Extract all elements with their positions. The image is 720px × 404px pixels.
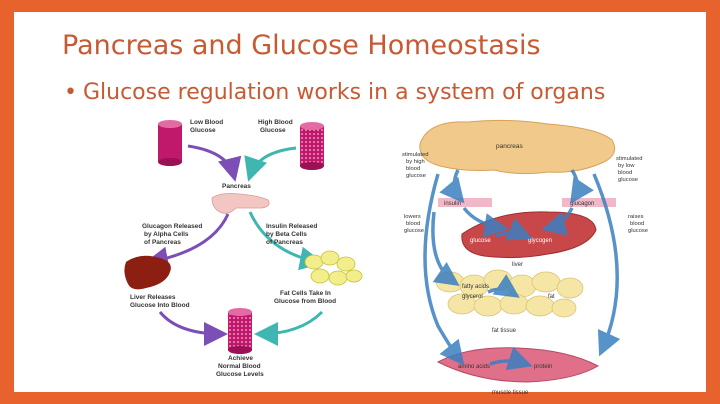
pancreas-label: Pancreas (222, 183, 251, 190)
low-glucose-label: Low Blood Glucose (190, 119, 225, 134)
liver-glucose-label: glucose (470, 238, 491, 244)
insulin-tag-label: insulin (444, 201, 461, 207)
protein-label: protein (534, 364, 552, 370)
insulin-released-label: Insulin Released by Beta Cells of Pancre… (266, 223, 319, 246)
glucagon-released-label: Glucagon Released by Alpha Cells of Panc… (142, 223, 204, 246)
glycerol-label: glycerol (462, 294, 483, 300)
liver-glycogen-label: glycogen (528, 238, 552, 244)
amino-acids-label: amino acids (458, 364, 490, 370)
arrow-high-to-pancreas (244, 146, 297, 182)
page-title: Pancreas and Glucose Homeostasis (62, 30, 541, 61)
fat-cells (304, 250, 363, 286)
low-glucose-vessel (158, 120, 182, 166)
left-diagram: Low Blood Glucose High Blood Glucose Pan… (124, 119, 363, 378)
right-diagram: pancreas stimulated by high blood glucos… (402, 119, 648, 396)
bullet-marker: • (64, 80, 77, 105)
fat-tissue-organ (435, 269, 584, 318)
liver-organ-label: liver (512, 262, 523, 268)
insulin-tag (438, 198, 492, 207)
flow-arrows (423, 169, 621, 371)
bullet-line: •Glucose regulation works in a system of… (64, 80, 684, 105)
stimulated-low-label: stimulated by low blood glucose (616, 156, 644, 183)
muscle-tissue-label: muscle tissue (492, 390, 529, 396)
achieve-label: Achieve Normal Blood Glucose Levels (216, 355, 264, 378)
liver-releases-label: Liver Releases Glucose Into Blood (130, 294, 190, 309)
bullet-text: Glucose regulation works in a system of … (82, 80, 606, 105)
raises-glucose-label: raises blood glucose (628, 214, 648, 234)
pancreas-organ-label: pancreas (496, 143, 523, 150)
arrow-pancreas-to-glucagon (144, 213, 230, 271)
pancreas-organ (419, 119, 616, 175)
fat-label: fat (548, 294, 555, 300)
arrow-liver-to-achieve (158, 311, 228, 346)
high-glucose-vessel (300, 122, 324, 170)
fat-cells-label: Fat Cells Take In Glucose from Blood (274, 290, 336, 305)
liver-shape (124, 255, 171, 290)
pancreas-shape (211, 193, 270, 214)
liver-organ (461, 211, 597, 259)
high-glucose-label: High Blood Glucose (258, 119, 294, 134)
fat-tissue-label: fat tissue (492, 328, 517, 334)
lowers-glucose-label: lowers blood glucose (404, 214, 424, 234)
fatty-acids-label: fatty acids (462, 284, 489, 290)
glucagon-tag-label: glucagon (570, 201, 594, 207)
arrow-fat-to-achieve (254, 310, 324, 346)
stimulated-high-label: stimulated by high blood glucose (402, 152, 430, 179)
arrow-low-to-pancreas (187, 144, 242, 182)
normal-glucose-vessel (228, 308, 252, 354)
